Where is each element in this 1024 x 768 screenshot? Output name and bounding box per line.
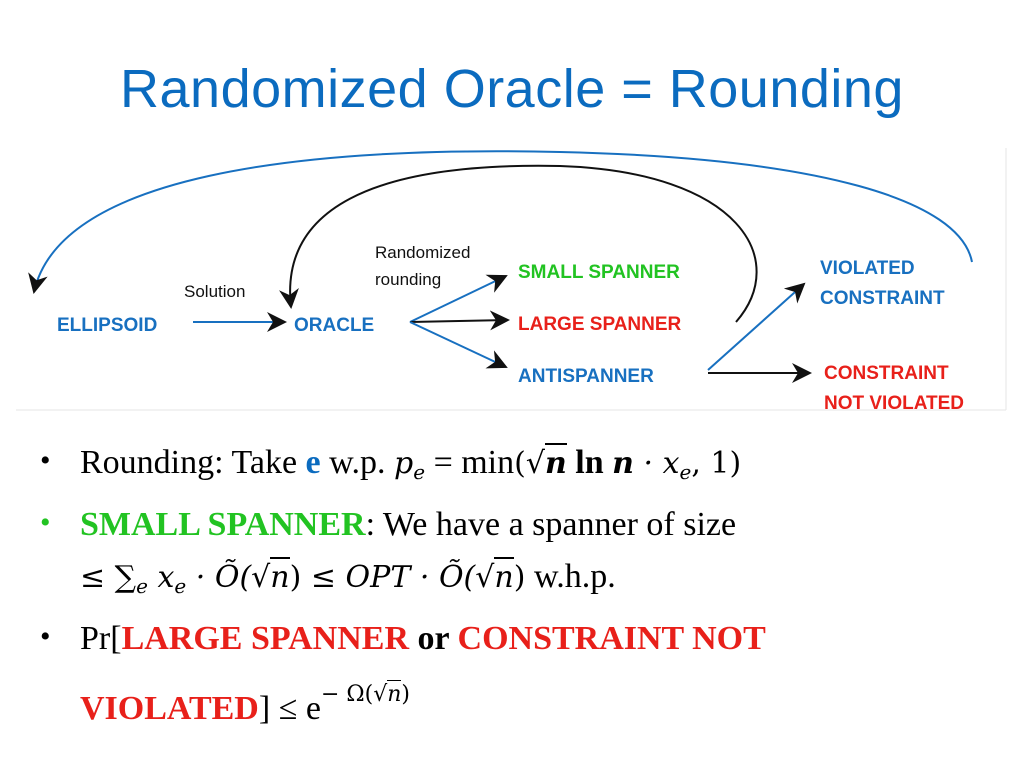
close-leq: ) ≤ [289, 560, 346, 595]
sqrt-sign: √ [475, 560, 495, 595]
ln-text: ln [575, 444, 604, 481]
exp-n: n [387, 680, 402, 707]
sum-x-sub: e [174, 574, 187, 598]
arrow-oracle-to-anti [409, 321, 508, 369]
node-large-spanner: LARGE SPANNER [518, 314, 682, 335]
bullet-text: SMALL SPANNER: We have a spanner of size [80, 508, 736, 542]
close-paren: ) [729, 446, 742, 481]
bullet-text: Rounding: Take e w.p. pe = min(√n ln n ·… [80, 443, 742, 484]
arrow-anti-to-violated [707, 282, 806, 371]
node-violated-line2: CONSTRAINT [820, 288, 945, 309]
bullet-dot: • [40, 444, 51, 477]
whp-text: w.h.p. [525, 558, 616, 595]
bullet-text-line2: ≤ ∑e xe · Õ(√n) ≤ OPT · Õ(√n) w.h.p. [80, 557, 616, 598]
node-not-violated-line2: NOT VIOLATED [824, 393, 964, 414]
edge-label-solution: Solution [184, 282, 245, 301]
edge-label-rounding: rounding [375, 270, 441, 289]
otilde-2: · Õ( [410, 560, 476, 595]
flow-diagram: ELLIPSOID ORACLE SMALL SPANNER LARGE SPA… [16, 148, 1007, 414]
leq-e: ] ≤ e [258, 690, 321, 727]
exp-omega: − Ω( [320, 682, 374, 707]
node-not-violated-line1: CONSTRAINT [824, 363, 949, 384]
prob-p: p [394, 446, 414, 481]
otilde-1: · Õ( [186, 560, 252, 595]
bullet-text: Pr[LARGE SPANNER or CONSTRAINT NOT [80, 622, 766, 656]
or-text: or [409, 620, 458, 657]
exp-close: ) [401, 682, 410, 707]
loop-arrow-large-to-oracle [279, 164, 758, 323]
min-text: = min [425, 444, 515, 481]
sqrt-sign: √ [251, 560, 271, 595]
prob-sub: e [413, 460, 426, 484]
small-spanner-text: : We have a spanner of size [365, 506, 737, 543]
bullet-text-line2: VIOLATED] ≤ e− Ω(√n) [80, 680, 410, 727]
arrow-oracle-to-small [409, 274, 508, 323]
leq-sum: ≤ ∑ [80, 560, 137, 595]
small-spanner-label: SMALL SPANNER [80, 506, 366, 543]
node-small-spanner: SMALL SPANNER [518, 262, 680, 283]
loop-arrow-violated-to-ellipsoid [28, 150, 973, 294]
wp-text: w.p. [320, 444, 394, 481]
node-violated-line1: VIOLATED [820, 258, 915, 279]
sum-sub: e [136, 574, 148, 598]
sqrt-n-2: n [494, 557, 514, 595]
close-paren: ) [513, 560, 526, 595]
opt-text: OPT [345, 560, 411, 595]
sum-x: x [147, 560, 175, 595]
pr-text: Pr[ [80, 620, 122, 657]
sqrt-n: n [544, 443, 567, 481]
exponent: − Ω(√n) [320, 680, 410, 707]
sqrt-sign: √ [525, 446, 545, 481]
rounding-prefix: Rounding: Take [80, 444, 306, 481]
bullet-dot: • [40, 506, 51, 539]
node-oracle: ORACLE [294, 315, 374, 336]
violated-label: VIOLATED [80, 690, 259, 727]
constraint-not-label: CONSTRAINT NOT [457, 620, 766, 657]
open-paren: ( [514, 446, 526, 481]
sqrt-n-1: n [270, 557, 290, 595]
arrow-oracle-to-large [409, 310, 510, 331]
bullet-dot: • [40, 620, 51, 653]
edge-label-randomized: Randomized [375, 243, 470, 262]
node-ellipsoid: ELLIPSOID [57, 315, 157, 336]
comma-one: , 1 [691, 446, 730, 481]
ln-n: n [612, 446, 634, 481]
x-sub: e [679, 460, 692, 484]
page-title: Randomized Oracle = Rounding [120, 59, 904, 119]
edge-e: e [305, 444, 321, 481]
times-x: · x [633, 446, 680, 481]
node-antispanner: ANTISPANNER [518, 366, 654, 387]
large-spanner-label: LARGE SPANNER [121, 620, 410, 657]
